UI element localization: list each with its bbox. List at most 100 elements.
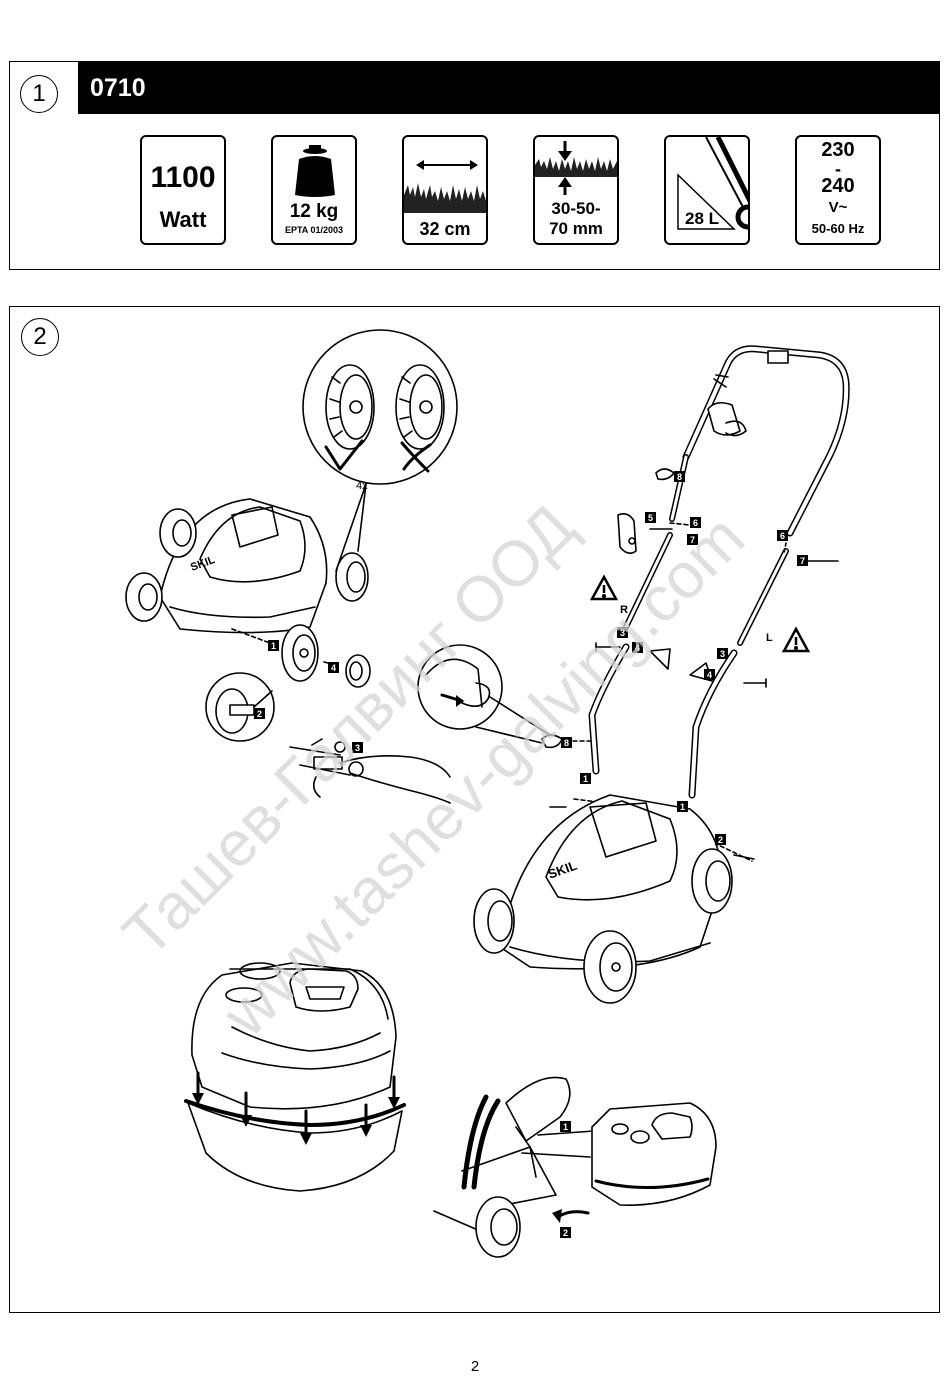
svg-text:1: 1 bbox=[583, 774, 588, 784]
model-title: 0710 bbox=[78, 62, 939, 114]
step-badge-3a: 3 bbox=[617, 627, 628, 638]
voltage-line4: V~ bbox=[828, 199, 848, 216]
step-badge-7b: 7 bbox=[797, 555, 808, 566]
assembly-illustration: 4x SKIL bbox=[125, 329, 850, 1258]
step-badge-3b: 3 bbox=[717, 648, 728, 659]
weight-icon bbox=[295, 145, 335, 197]
cutting-width-icon bbox=[404, 160, 486, 213]
step-badge-7a: 7 bbox=[687, 534, 698, 545]
svg-text:2: 2 bbox=[563, 1228, 568, 1238]
cutting-height-line1: 30-50- bbox=[551, 199, 601, 218]
weight-note: EPTA 01/2003 bbox=[284, 225, 344, 235]
section-number: 1 bbox=[20, 75, 58, 113]
step-badge-8b: 8 bbox=[561, 737, 572, 748]
svg-text:1: 1 bbox=[680, 802, 685, 812]
clip-detail bbox=[417, 644, 551, 744]
step-badge-4: 4 bbox=[328, 662, 339, 673]
step-badge-2: 2 bbox=[254, 708, 265, 719]
svg-text:1: 1 bbox=[271, 641, 276, 651]
mower-wheel-rear-1 bbox=[473, 888, 515, 954]
front-wheel-right bbox=[335, 552, 369, 602]
svg-text:5: 5 bbox=[648, 513, 653, 523]
step-badge-4a: 4 bbox=[632, 642, 643, 653]
cross-icon bbox=[400, 441, 432, 473]
weight-tile: 12 kg EPTA 01/2003 bbox=[271, 135, 357, 245]
svg-text:7: 7 bbox=[690, 535, 695, 545]
step-badge-2b: 2 bbox=[560, 1227, 571, 1238]
step-badge-2a: 2 bbox=[715, 834, 726, 845]
rear-wheel-left-2 bbox=[125, 572, 163, 622]
step-badge-6b: 6 bbox=[777, 530, 788, 541]
spec-section: 1 0710 1100 Watt 12 kg EPTA 01/2003 32 c… bbox=[9, 61, 940, 270]
wheel-incorrect bbox=[395, 364, 445, 450]
svg-text:4: 4 bbox=[707, 670, 712, 680]
clip-part-lower bbox=[541, 734, 563, 749]
rear-wheel-left-1 bbox=[159, 508, 197, 558]
cutting-height-icon bbox=[535, 141, 617, 195]
step-badge-4b: 4 bbox=[704, 669, 715, 680]
arrow-down-icon bbox=[192, 1071, 400, 1145]
step-badge-1a: 1 bbox=[580, 773, 591, 784]
wheel-exploded bbox=[281, 624, 319, 682]
wheel-correct bbox=[325, 364, 375, 450]
svg-text:7: 7 bbox=[800, 556, 805, 566]
svg-text:4: 4 bbox=[635, 643, 640, 653]
svg-text:2: 2 bbox=[257, 709, 262, 719]
step-badge-1b: 1 bbox=[677, 801, 688, 812]
axle-detail bbox=[205, 672, 275, 742]
wheel-orientation-detail bbox=[302, 329, 458, 572]
side-label-left: L bbox=[766, 632, 773, 644]
wheel-cap bbox=[345, 654, 371, 688]
svg-text:3: 3 bbox=[620, 628, 625, 638]
voltage-line2: - bbox=[835, 159, 841, 179]
step-badge-8a: 8 bbox=[674, 471, 685, 482]
svg-text:8: 8 bbox=[677, 472, 682, 482]
step-badge-3: 3 bbox=[352, 742, 363, 753]
mower-body-right: SKIL bbox=[473, 794, 755, 1004]
svg-text:1: 1 bbox=[563, 1122, 568, 1132]
attach-wheel bbox=[475, 1196, 521, 1258]
mower-wheel-front bbox=[583, 930, 637, 1004]
check-icon bbox=[324, 439, 364, 471]
grass-box-icon bbox=[677, 137, 748, 230]
mower-body-left: SKIL bbox=[125, 498, 369, 634]
assembly-section: 2 bbox=[9, 306, 940, 1313]
grass-box-large bbox=[184, 962, 406, 1192]
step-badge-1: 1 bbox=[268, 640, 279, 651]
cutting-height-tile: 30-50- 70 mm bbox=[533, 135, 619, 245]
voltage-line1: 230 bbox=[821, 139, 855, 161]
svg-text:8: 8 bbox=[564, 738, 569, 748]
cutting-height-line2: 70 mm bbox=[549, 219, 603, 238]
svg-text:6: 6 bbox=[780, 531, 785, 541]
step-badge-6a: 6 bbox=[690, 517, 701, 528]
power-unit: Watt bbox=[159, 207, 207, 232]
power-tile: 1100 Watt bbox=[140, 135, 226, 245]
grass-box-tile: 28 L bbox=[664, 135, 750, 245]
cutting-width-tile: 32 cm bbox=[402, 135, 488, 245]
svg-text:3: 3 bbox=[355, 743, 360, 753]
svg-text:4: 4 bbox=[331, 663, 336, 673]
grass-box-value: 28 L bbox=[684, 209, 720, 228]
step-badge-1c: 1 bbox=[560, 1121, 571, 1132]
curved-arrow-icon bbox=[556, 1210, 590, 1219]
power-value: 1100 bbox=[150, 161, 216, 194]
voltage-tile: 230 - 240 V~ 50-60 Hz bbox=[795, 135, 881, 245]
pliers-detail bbox=[289, 738, 451, 804]
weight-value: 12 kg bbox=[289, 201, 339, 222]
warning-icon bbox=[589, 574, 811, 653]
voltage-line5: 50-60 Hz bbox=[811, 221, 865, 236]
cutting-width-value: 32 cm bbox=[419, 219, 471, 239]
voltage-line3: 240 bbox=[821, 175, 855, 197]
grass-box-attach bbox=[433, 1076, 717, 1258]
svg-text:6: 6 bbox=[693, 518, 698, 528]
wheel-count: 4x bbox=[356, 480, 368, 492]
svg-text:3: 3 bbox=[720, 649, 725, 659]
step-badge-5: 5 bbox=[645, 512, 656, 523]
section-number: 2 bbox=[21, 318, 59, 356]
handle-assembly bbox=[565, 345, 850, 862]
side-label-right: R bbox=[620, 604, 628, 616]
page-number: 2 bbox=[470, 1358, 480, 1375]
step-badges: 1 2 3 4 5 6 6 7 7 8 8 3 3 4 4 1 1 2 1 2 bbox=[254, 471, 808, 1238]
svg-text:2: 2 bbox=[718, 835, 723, 845]
mower-wheel-rear-2 bbox=[691, 848, 733, 914]
